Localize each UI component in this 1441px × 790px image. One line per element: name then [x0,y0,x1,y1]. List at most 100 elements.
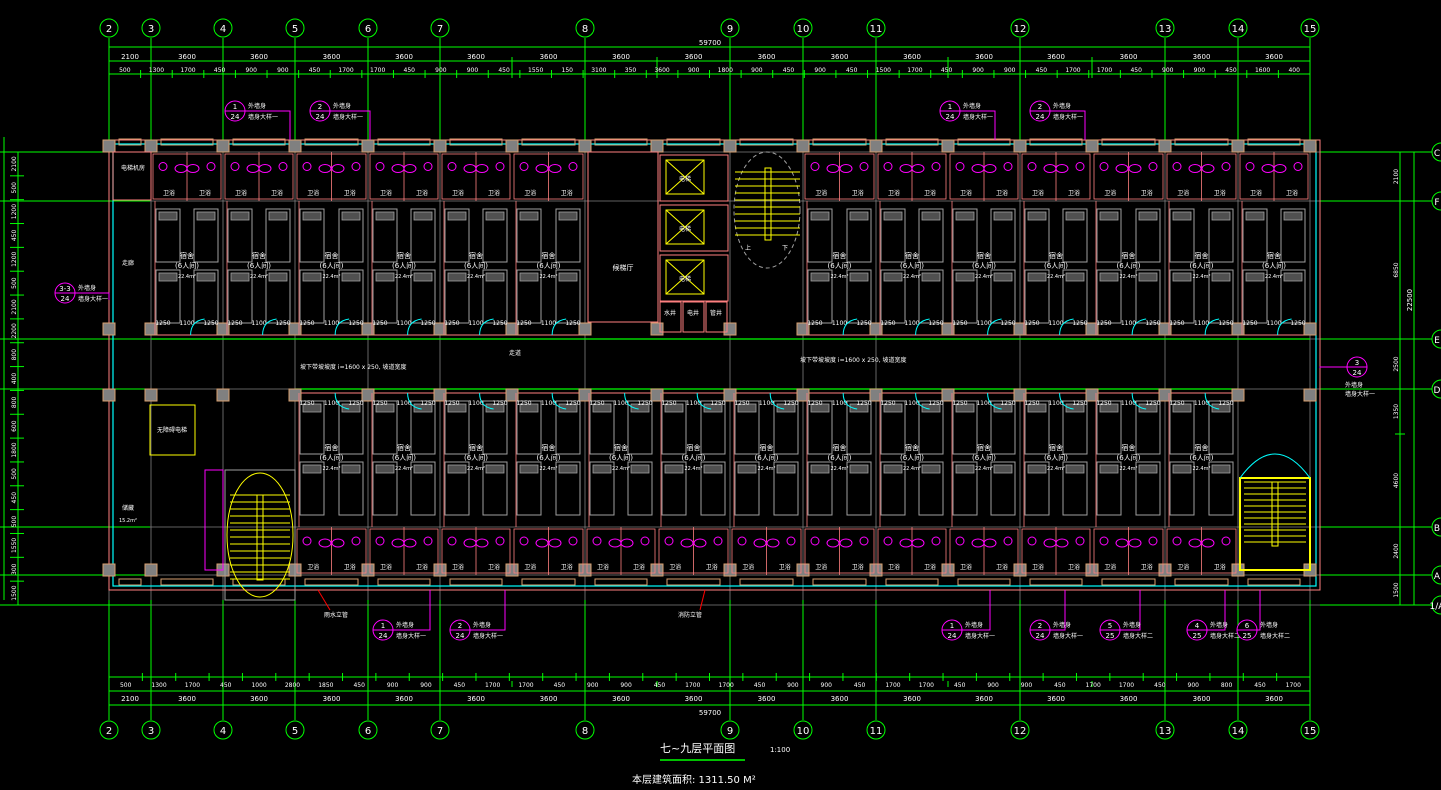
stair-handrail [1271,481,1279,547]
structural-column [1158,322,1172,336]
bed-icon [1169,461,1195,516]
bathroom-label: 卫浴 [924,563,936,571]
dimension-detail: 450 [1054,682,1066,689]
callout-number: 3 [1355,359,1359,367]
room-area: 22.4m² [322,274,340,280]
dimension-bay: 3600 [1120,695,1138,703]
dimension-bay: 3600 [975,53,993,61]
window [232,138,286,146]
elevator-car [665,209,705,245]
toilet-icon [955,536,965,546]
pillow-icon [485,403,505,413]
bed-icon [1135,461,1161,516]
dimension-bay: 3600 [250,695,268,703]
axis-bubble [358,18,378,38]
callout-leader [1319,366,1347,368]
callout-leader [1050,590,1066,631]
structural-column [288,388,302,402]
toilet-icon [206,162,216,171]
bathroom-label: 卫浴 [1141,563,1153,571]
pillow-icon [1065,211,1085,221]
room-name: 宿舍 [1267,251,1281,260]
room-area: 22.4m² [1265,274,1283,280]
dimension-detail: 800 [1221,682,1233,689]
bathroom-label: 卫浴 [924,189,936,197]
sink-icon [246,164,260,173]
structural-column [941,322,955,336]
bathroom-label: 卫浴 [344,563,356,571]
structural-column [144,563,158,577]
bed-icon [589,461,615,516]
dimension-detail: 450 [1154,682,1166,689]
toilet-icon [351,536,361,546]
pillow-icon [375,211,395,221]
window [594,578,648,586]
callout-text: 墙身大样二 [1260,632,1290,640]
room-type: (6人间) [900,454,924,462]
callout-sheet: 24 [316,113,325,121]
axis-bubble [1431,191,1441,211]
bed-icon [773,461,799,516]
pillow-icon [1138,403,1158,413]
room-dimension: 1100 [686,400,701,407]
room-name: 宿舍 [325,443,339,452]
dimension-bay: 3600 [1265,53,1283,61]
room-dimension: 1250 [348,320,363,327]
toilet-icon [447,536,457,546]
dimension-right: 2400 [1393,543,1400,558]
dimension-bay: 3600 [903,695,921,703]
axis-bubble [430,720,450,740]
bathroom-label: 卫浴 [888,563,900,571]
bathroom-label: 卫浴 [452,563,464,571]
dimension-detail: 3100 [591,67,606,74]
structural-column [102,388,116,402]
room-dimension: 1250 [880,320,895,327]
structural-column [869,139,883,153]
structural-column [144,322,158,336]
room-dimension: 1250 [1169,400,1184,407]
dimension-detail: 1700 [185,682,200,689]
room-dimension: 1100 [324,320,339,327]
bathroom-label: 卫浴 [452,189,464,197]
room-name: 宿舍 [1195,251,1209,260]
drawing-title: 七~九层平面图 [660,742,735,755]
sink-icon [463,538,477,548]
window [1247,578,1301,586]
structural-column [102,563,116,577]
bed-icon [555,208,581,263]
pillow-icon [1211,272,1231,282]
room-dimension: 1100 [832,400,847,407]
sink-icon [1128,538,1142,548]
room-type: (6人间) [464,262,488,270]
pillow-icon [375,272,395,282]
pillow-icon [849,464,869,474]
dimension-bay: 3600 [467,695,485,703]
bed-icon [1062,208,1088,263]
bed-icon [372,269,398,324]
sink-icon [971,164,985,173]
dimension-left: 2200 [11,323,18,338]
pillow-icon [302,403,322,413]
dimension-detail: 900 [467,67,479,74]
pillow-icon [993,464,1013,474]
callout-text: 外墙身 [1260,621,1278,629]
toilet-icon [883,536,893,546]
sink-icon [766,538,780,548]
structural-column [505,563,519,577]
callout-leader [1050,110,1086,140]
sink-icon [475,164,489,173]
bed-icon [1242,208,1268,263]
pillow-icon [413,403,433,413]
window [739,578,794,586]
bed-icon [846,208,872,263]
dimension-right: 4600 [1393,473,1400,488]
toilet-icon [592,536,602,546]
dimension-detail: 450 [214,67,226,74]
structural-column [288,322,302,336]
callout-sheet: 24 [1036,113,1045,121]
dimension-detail: 900 [1188,682,1200,689]
bathroom-label: 卫浴 [888,189,900,197]
toilet-icon [931,162,941,171]
accessible-elevator-label: 无障碍电梯 [157,426,187,434]
structural-column [361,322,375,336]
